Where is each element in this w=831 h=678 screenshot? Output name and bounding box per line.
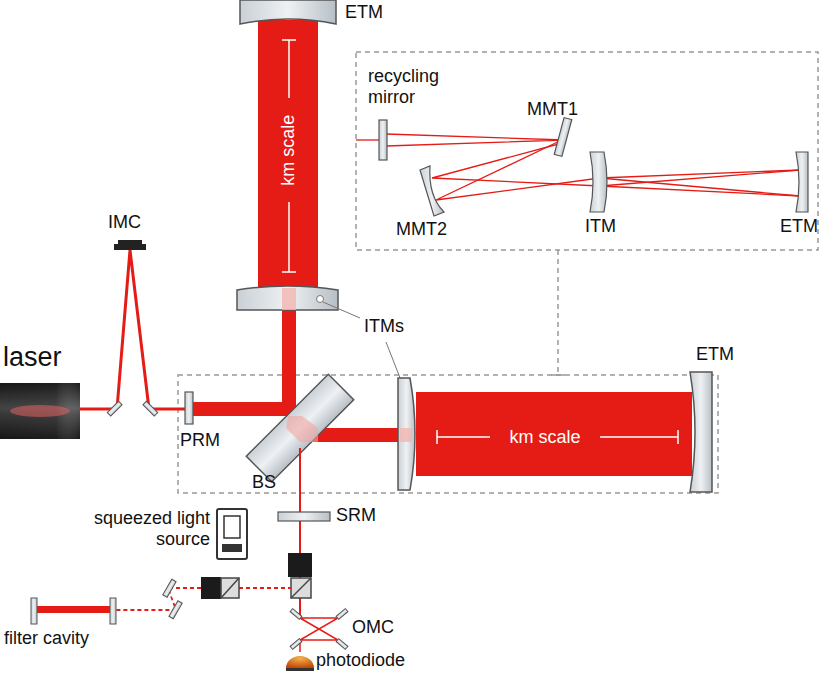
laser-label: laser: [3, 342, 62, 373]
cavity-label: IMC: [108, 212, 141, 233]
scale-label: km scale: [279, 114, 300, 185]
mirror-label: ITM: [585, 216, 616, 237]
mirror-label: recycling mirror: [368, 66, 458, 107]
mirror-label: ETM: [345, 2, 383, 23]
mirror-label: ETM: [696, 344, 734, 365]
mirror-label: MMT2: [396, 219, 447, 240]
mirror-label: SRM: [336, 505, 376, 526]
beamsplitter-label: BS: [252, 472, 276, 493]
mirror-label: ETM: [780, 216, 818, 237]
source-label: squeezed light source: [82, 508, 210, 549]
scale-label: km scale: [509, 427, 580, 448]
mirror-label: MMT1: [527, 99, 578, 120]
detector-label: photodiode: [316, 650, 405, 671]
mirror-label: PRM: [180, 430, 220, 451]
cavity-label: OMC: [352, 617, 394, 638]
cavity-label: filter cavity: [4, 628, 89, 649]
mirror-label: ITMs: [364, 316, 404, 337]
